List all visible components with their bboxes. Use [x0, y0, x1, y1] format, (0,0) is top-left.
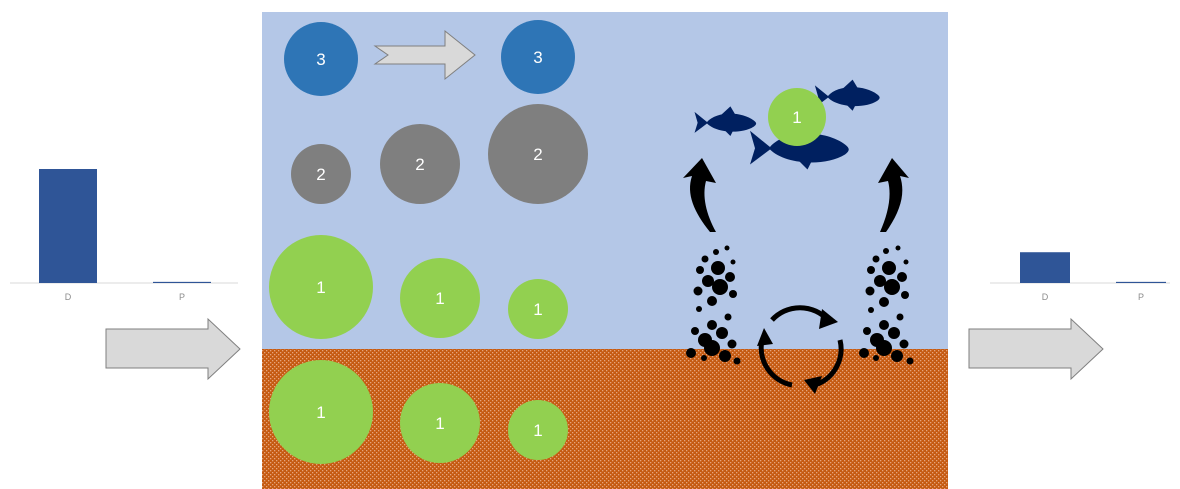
- left-chart-tick-d: D: [65, 292, 72, 302]
- right-chart-bar-d: [1020, 252, 1070, 283]
- class3-circle-after: [501, 20, 575, 94]
- water-column: [262, 12, 948, 349]
- left-chart-tick-p: P: [179, 292, 185, 302]
- class1-sediment-circle-large: [269, 360, 373, 464]
- class1-sediment-label-large: 1: [316, 403, 325, 422]
- class3-circle-before: [284, 22, 358, 96]
- uptake-arrow-left-icon: [683, 158, 716, 232]
- class1-water-label-small: 1: [533, 300, 542, 319]
- left-flow-arrow: [105, 317, 241, 381]
- uptake-arrow-right-icon: [878, 158, 909, 232]
- class1-fish-circle: [768, 88, 826, 146]
- class1-sediment-circle-medium: [400, 383, 480, 463]
- right-chart-bar-p: [1116, 281, 1166, 283]
- left-chart-bar-d: [39, 169, 97, 283]
- recycle-arrowheads-icon: [757, 309, 838, 394]
- class1-water-label-large: 1: [316, 278, 325, 297]
- class1-water-circle-small: [508, 279, 568, 339]
- class2-circle-small: [291, 144, 351, 204]
- class2-label-small: 2: [316, 165, 325, 184]
- class1-sediment-label-medium: 1: [435, 414, 444, 433]
- class3-transform-arrow: [373, 29, 476, 81]
- class3-label-after: 3: [533, 48, 542, 67]
- class1-water-circle-large: [269, 235, 373, 339]
- left-chart-bar-p: [153, 281, 211, 283]
- left-bar-chart: D P: [10, 169, 238, 302]
- right-chart-tick-p: P: [1138, 292, 1144, 302]
- class2-circle-large: [488, 104, 588, 204]
- class1-sediment-circle-small: [508, 400, 568, 460]
- class2-label-large: 2: [533, 145, 542, 164]
- right-chart-tick-d: D: [1042, 292, 1049, 302]
- right-bar-chart: D P: [990, 252, 1170, 302]
- bubbles-left-icon: [686, 245, 741, 365]
- class1-sediment-label-small: 1: [533, 421, 542, 440]
- right-flow-arrow: [968, 317, 1104, 381]
- class2-label-medium: 2: [415, 155, 424, 174]
- class1-water-circle-medium: [400, 258, 480, 338]
- bubbles-right-icon: [859, 245, 914, 365]
- class1-water-label-medium: 1: [435, 289, 444, 308]
- class3-label-before: 3: [316, 50, 325, 69]
- class1-fish-label: 1: [792, 108, 801, 127]
- water-sediment-panel: 3 3 2 2 2 1 1 1 1 1 1: [262, 12, 948, 489]
- class2-circle-medium: [380, 124, 460, 204]
